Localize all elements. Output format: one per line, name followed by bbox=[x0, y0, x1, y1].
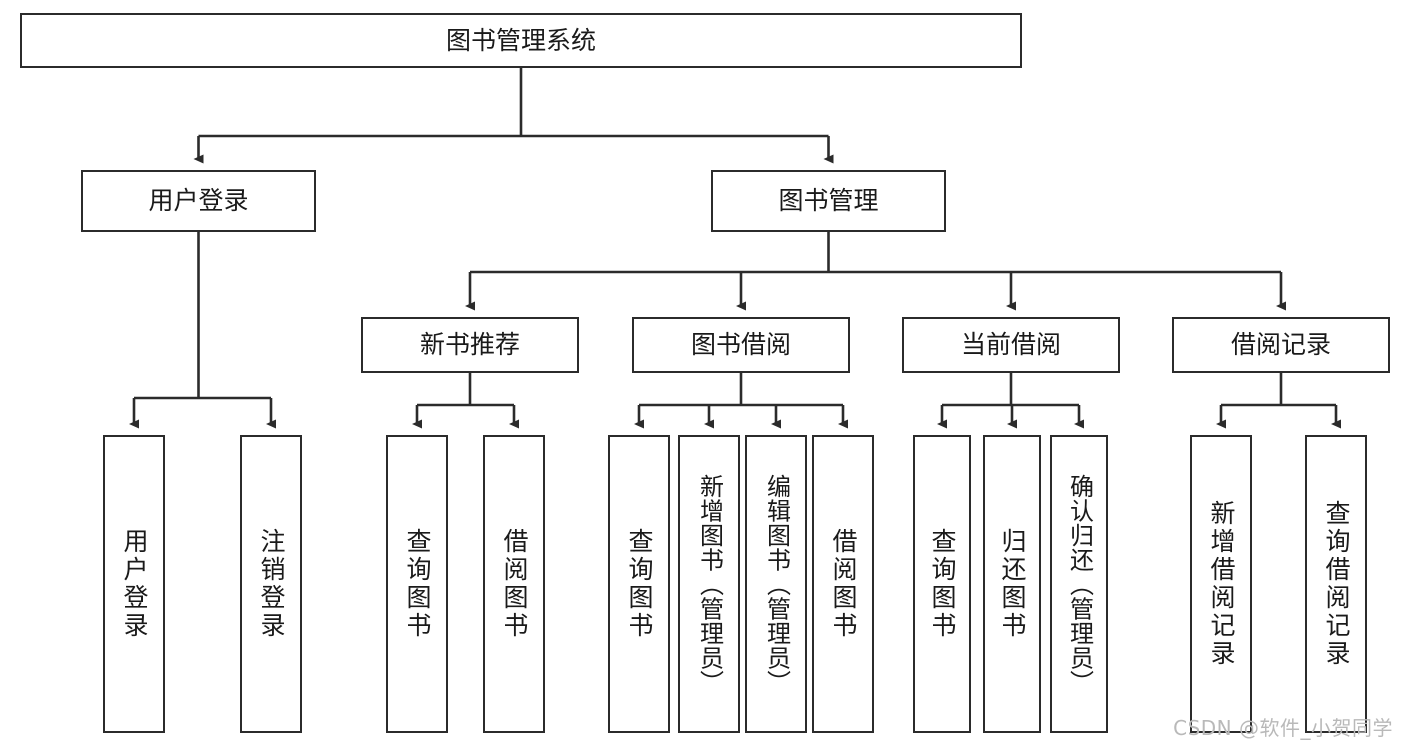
node-label-leaf-borrow-1: 借阅图书 bbox=[500, 528, 529, 640]
node-label-leaf-query-3: 查询图书 bbox=[928, 528, 957, 640]
node-label-leaf-user-login: 用户登录 bbox=[120, 528, 149, 640]
node-label-leaf-query-2: 查询图书 bbox=[625, 528, 654, 640]
node-user-login[interactable]: 用户登录 bbox=[81, 170, 316, 232]
node-leaf-logout[interactable]: 注销登录 bbox=[240, 435, 302, 733]
node-leaf-return[interactable]: 归还图书 bbox=[983, 435, 1041, 733]
node-label-leaf-return: 归还图书 bbox=[998, 528, 1027, 640]
node-leaf-borrow-1[interactable]: 借阅图书 bbox=[483, 435, 545, 733]
node-label-leaf-query-1: 查询图书 bbox=[403, 528, 432, 640]
watermark-label: CSDN @软件_小贺同学 bbox=[1173, 716, 1393, 740]
node-label-user-login: 用户登录 bbox=[148, 186, 249, 215]
node-leaf-query-2[interactable]: 查询图书 bbox=[608, 435, 670, 733]
node-leaf-query-rec[interactable]: 查询借阅记录 bbox=[1305, 435, 1367, 733]
edges-group bbox=[129, 68, 1341, 429]
node-book-borrow[interactable]: 图书借阅 bbox=[632, 317, 850, 373]
node-borrow-record[interactable]: 借阅记录 bbox=[1172, 317, 1390, 373]
node-leaf-query-3[interactable]: 查询图书 bbox=[913, 435, 971, 733]
node-leaf-user-login[interactable]: 用户登录 bbox=[103, 435, 165, 733]
node-root[interactable]: 图书管理系统 bbox=[20, 13, 1022, 68]
node-label-leaf-add-rec: 新增借阅记录 bbox=[1207, 500, 1236, 668]
node-label-leaf-borrow-2: 借阅图书 bbox=[829, 528, 858, 640]
node-label-new-book-rec: 新书推荐 bbox=[419, 330, 520, 359]
node-label-root: 图书管理系统 bbox=[445, 25, 596, 55]
node-label-leaf-add-book: 新增图书（管理员） bbox=[695, 473, 724, 695]
node-leaf-borrow-2[interactable]: 借阅图书 bbox=[812, 435, 874, 733]
node-new-book-rec[interactable]: 新书推荐 bbox=[361, 317, 579, 373]
node-label-book-manage: 图书管理 bbox=[778, 186, 879, 215]
node-leaf-edit-book[interactable]: 编辑图书（管理员） bbox=[745, 435, 807, 733]
node-label-leaf-confirm: 确认归还（管理员） bbox=[1065, 473, 1094, 695]
node-leaf-query-1[interactable]: 查询图书 bbox=[386, 435, 448, 733]
node-label-borrow-record: 借阅记录 bbox=[1230, 330, 1331, 359]
node-current-borrow[interactable]: 当前借阅 bbox=[902, 317, 1120, 373]
node-label-leaf-query-rec: 查询借阅记录 bbox=[1322, 500, 1351, 668]
node-leaf-confirm[interactable]: 确认归还（管理员） bbox=[1050, 435, 1108, 733]
node-label-leaf-edit-book: 编辑图书（管理员） bbox=[762, 473, 791, 695]
node-book-manage[interactable]: 图书管理 bbox=[711, 170, 946, 232]
node-leaf-add-rec[interactable]: 新增借阅记录 bbox=[1190, 435, 1252, 733]
node-label-current-borrow: 当前借阅 bbox=[960, 330, 1061, 359]
node-leaf-add-book[interactable]: 新增图书（管理员） bbox=[678, 435, 740, 733]
node-label-leaf-logout: 注销登录 bbox=[257, 528, 286, 640]
node-label-book-borrow: 图书借阅 bbox=[690, 330, 791, 359]
